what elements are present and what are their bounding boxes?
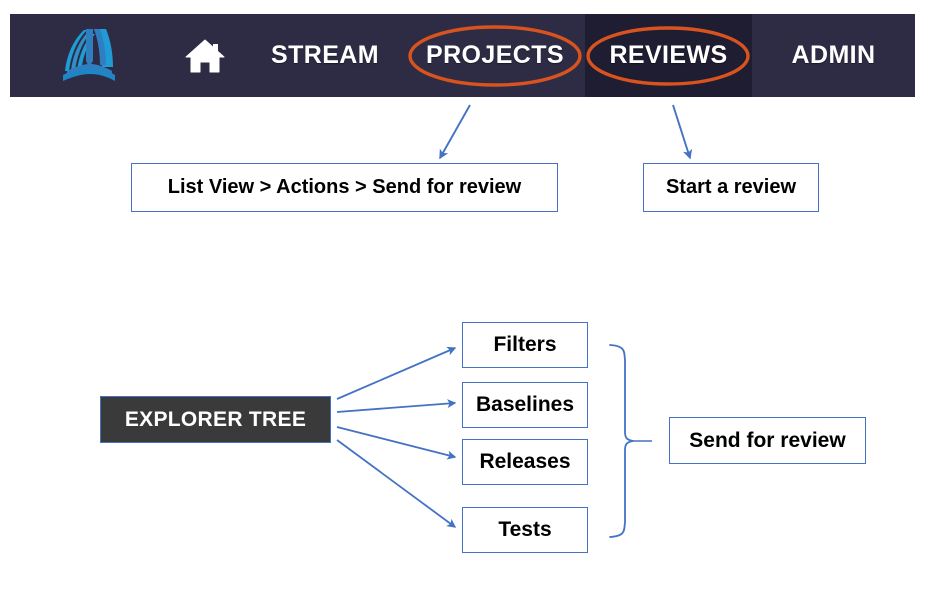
- node-filters[interactable]: Filters: [462, 322, 588, 368]
- callout-start-a-review-label: Start a review: [665, 176, 797, 198]
- node-tests-label: Tests: [498, 518, 552, 541]
- nav-item-reviews[interactable]: REVIEWS: [585, 14, 752, 97]
- arrow-explorer-to-tests: [336, 439, 457, 528]
- arrow-projects-to-listview: [439, 104, 471, 160]
- nav-item-reviews-label: REVIEWS: [609, 41, 728, 69]
- node-baselines[interactable]: Baselines: [462, 382, 588, 428]
- arrow-explorer-to-baselines: [336, 399, 457, 413]
- nav-item-admin-label: ADMIN: [791, 41, 876, 69]
- node-baselines-label: Baselines: [475, 393, 575, 416]
- node-releases-label: Releases: [479, 450, 571, 473]
- group-brace-icon: [609, 344, 634, 538]
- arrow-explorer-to-filters: [336, 346, 457, 400]
- nav-item-projects[interactable]: PROJECTS: [405, 14, 585, 97]
- node-send-for-review[interactable]: Send for review: [669, 417, 866, 464]
- nav-logo[interactable]: [10, 14, 165, 97]
- callout-list-view-label: List View > Actions > Send for review: [167, 176, 522, 198]
- arrow-reviews-to-startreview: [672, 104, 693, 160]
- nav-item-home[interactable]: [165, 14, 245, 97]
- node-tests[interactable]: Tests: [462, 507, 588, 553]
- company-logo-icon: [62, 28, 115, 81]
- nav-item-stream-label: STREAM: [271, 41, 379, 69]
- callout-start-a-review[interactable]: Start a review: [643, 163, 819, 212]
- nav-item-stream[interactable]: STREAM: [245, 14, 405, 97]
- top-navigation-bar: STREAM PROJECTS REVIEWS ADMIN: [10, 14, 915, 97]
- node-explorer-tree[interactable]: EXPLORER TREE: [100, 396, 331, 443]
- node-filters-label: Filters: [493, 333, 557, 356]
- nav-item-projects-label: PROJECTS: [426, 41, 564, 69]
- node-explorer-tree-label: EXPLORER TREE: [124, 407, 307, 431]
- node-releases[interactable]: Releases: [462, 439, 588, 485]
- callout-list-view-actions-send-for-review[interactable]: List View > Actions > Send for review: [131, 163, 558, 212]
- home-icon: [185, 39, 225, 72]
- nav-item-admin[interactable]: ADMIN: [752, 14, 915, 97]
- arrow-explorer-to-releases: [336, 426, 457, 460]
- node-send-for-review-label: Send for review: [689, 428, 846, 452]
